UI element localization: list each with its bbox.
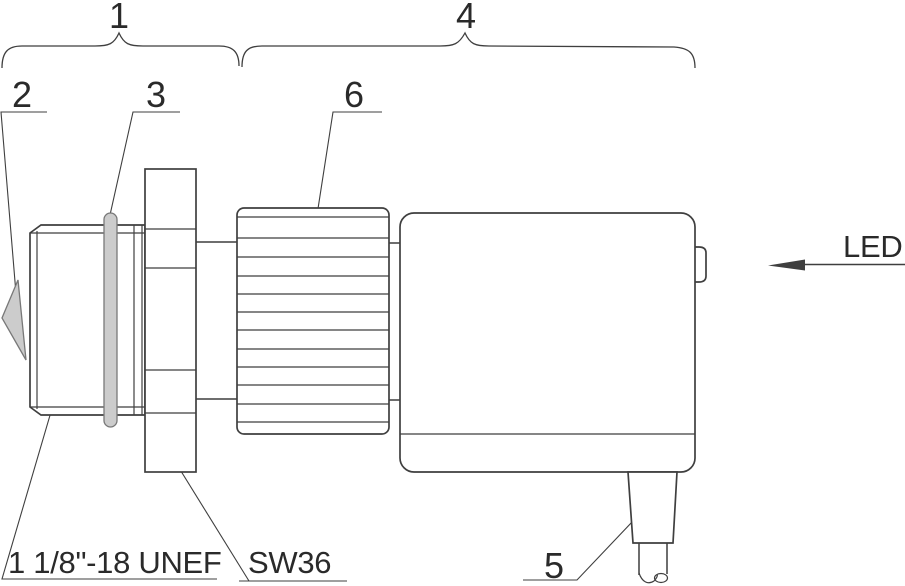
led-window — [693, 246, 707, 283]
knurl-ribs — [237, 216, 389, 423]
knurled-coupling-ring — [236, 207, 390, 435]
callout-6-leader — [314, 111, 382, 229]
callout-2-leader — [0, 111, 47, 319]
hex-nut — [144, 168, 197, 473]
connector-shafts — [196, 241, 400, 401]
callout-4-label: 4 — [456, 0, 476, 36]
cable-gland — [627, 471, 678, 544]
hex-nut-facets — [145, 228, 196, 414]
thread-spec-label: 1 1/8"-18 UNEF — [8, 545, 222, 580]
callout-5-leader — [523, 502, 651, 581]
cable-break-loop — [653, 572, 669, 584]
callout-1-label: 1 — [109, 0, 129, 36]
led-arrow-icon — [768, 259, 905, 271]
led-label: LED — [843, 229, 902, 264]
o-ring-seal — [103, 212, 118, 428]
brace-section-4 — [241, 31, 696, 69]
callout-3-label: 3 — [146, 74, 166, 115]
led-arrowhead-icon — [768, 259, 805, 271]
cable-break-curve — [638, 572, 658, 584]
callout-3-leader — [109, 111, 180, 216]
housing-body — [399, 212, 696, 473]
callout-6-label: 6 — [344, 74, 364, 115]
wrench-size-label: SW36 — [248, 545, 331, 580]
barrel-detail-lines — [30, 225, 145, 415]
brace-section-1 — [1, 31, 240, 69]
cable — [638, 543, 668, 575]
callout-2-label: 2 — [12, 74, 32, 115]
thread-spec-underline-leader — [1, 387, 217, 580]
sensing-cone — [1, 279, 27, 361]
callout-5-label: 5 — [544, 545, 564, 586]
wrench-size-leader — [170, 454, 250, 582]
threaded-barrel — [29, 224, 146, 416]
